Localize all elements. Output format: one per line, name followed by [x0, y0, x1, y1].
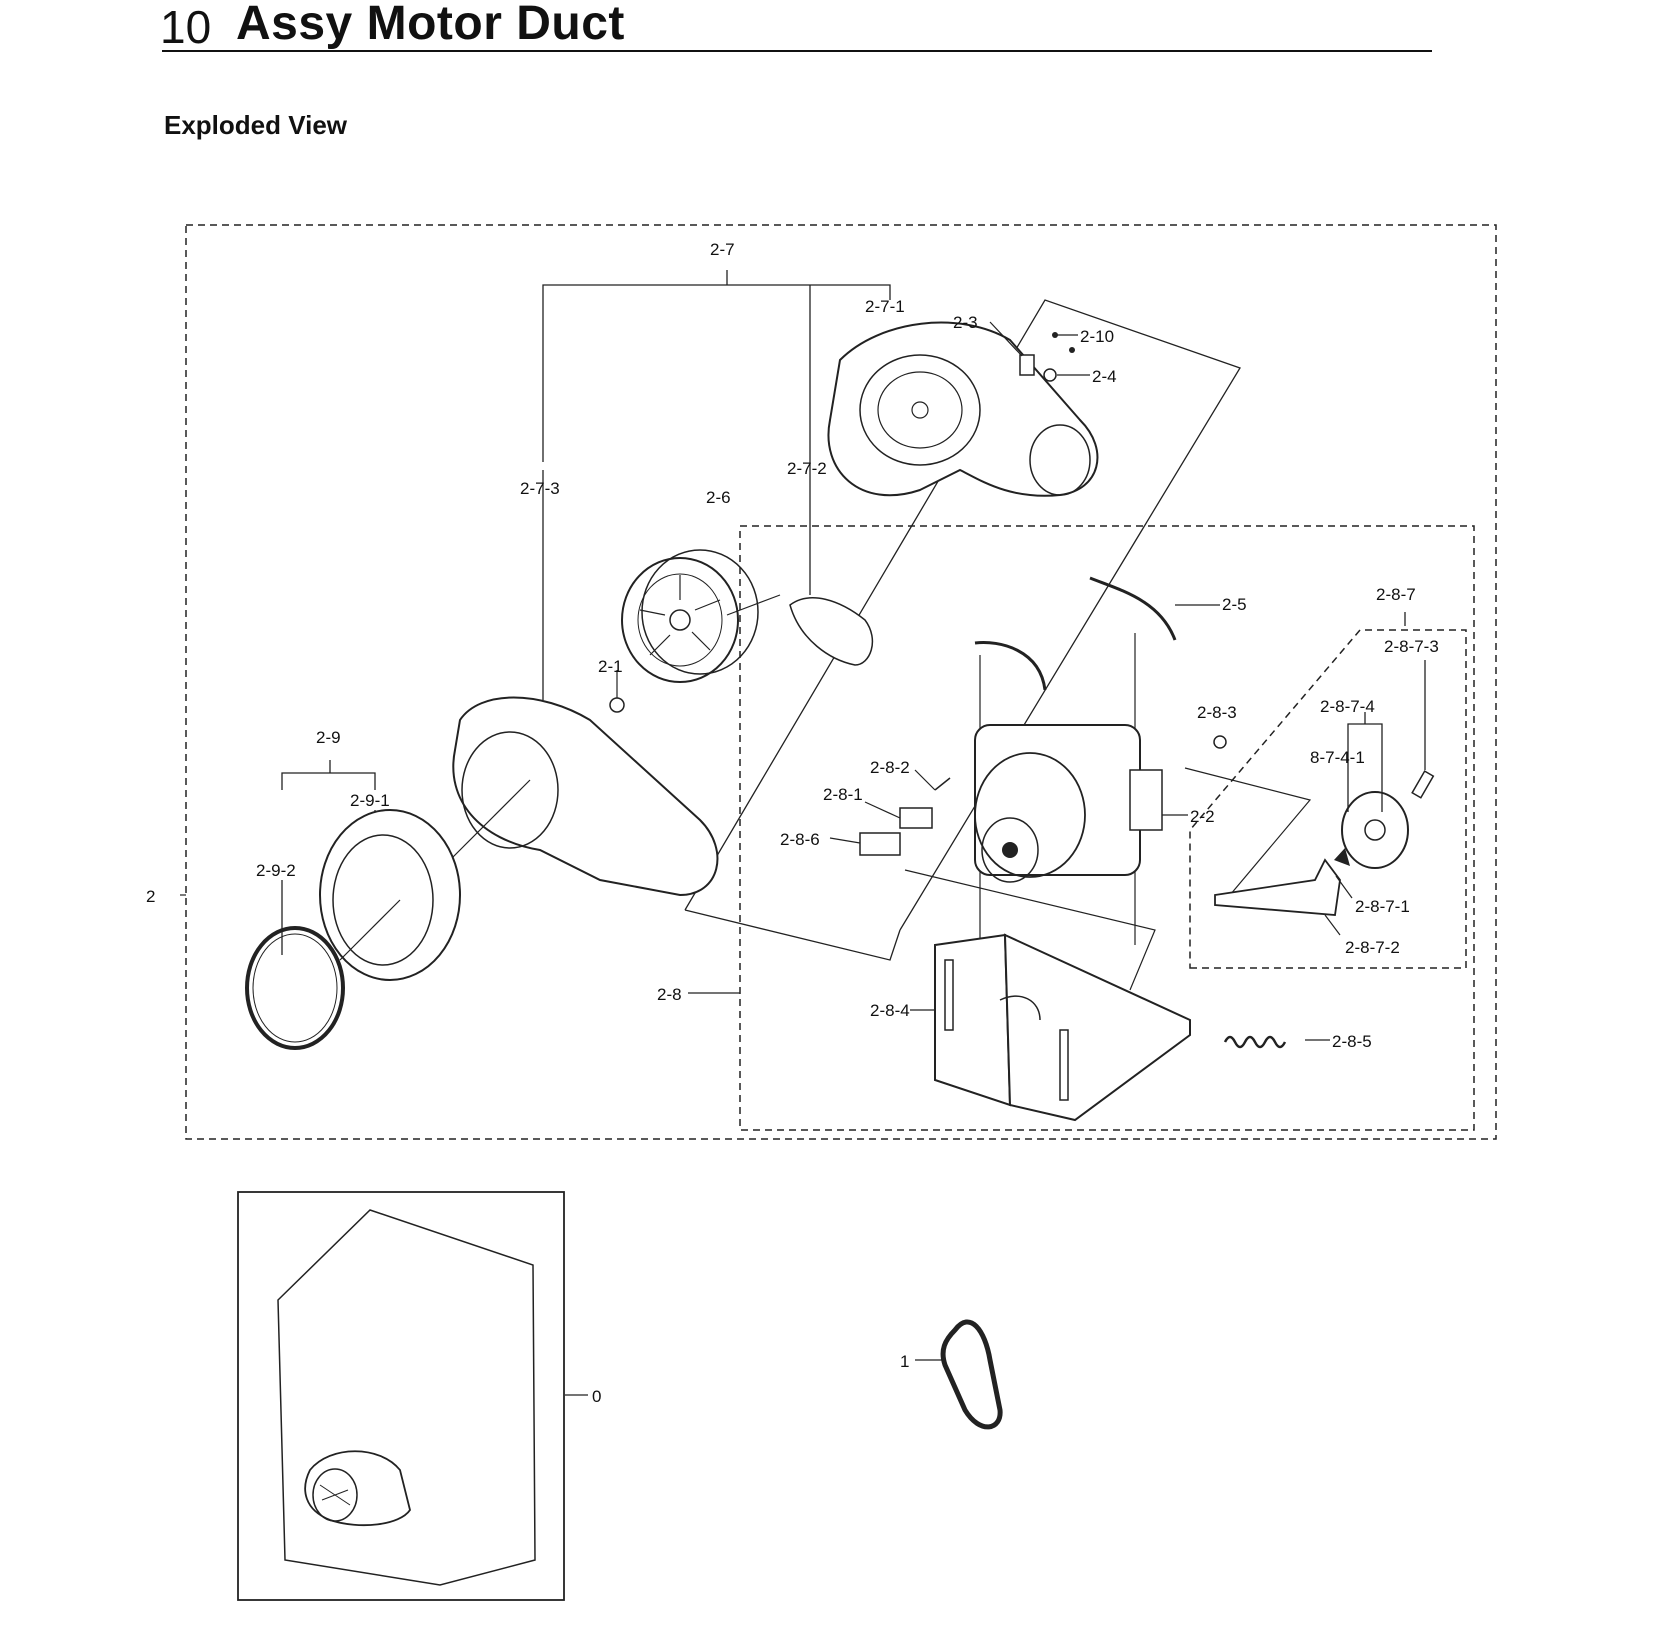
- screw-2-8-2: [934, 777, 951, 791]
- motor-clamp-left: [974, 641, 1047, 691]
- idler-plane-outline: [1184, 767, 1312, 896]
- view-title: Exploded View: [164, 110, 348, 140]
- idler-bracket-2-8-7-2: [1214, 858, 1341, 916]
- label-2-7-3: 2-7-3: [520, 479, 560, 498]
- label-2-8-5: 2-8-5: [1332, 1032, 1372, 1051]
- small-parts-2-3-2-10-2-4: [1019, 332, 1075, 382]
- duct-plane-base: [684, 909, 901, 961]
- drive-belt-part-1: [940, 1319, 1003, 1430]
- idler-pulley-8-7-4-1: [1341, 791, 1409, 869]
- label-2-4: 2-4: [1092, 367, 1117, 386]
- spring-2-8-5: [1223, 1035, 1287, 1049]
- bracket-2-9: [281, 772, 376, 790]
- label-2-8-7: 2-8-7: [1376, 585, 1416, 604]
- rear-duct-housing-2-7-1: [827, 321, 1099, 497]
- label-2-9-1: 2-9-1: [350, 791, 390, 810]
- label-2-7: 2-7: [710, 240, 735, 259]
- label-2-9: 2-9: [316, 728, 341, 747]
- duct-plane-outline: [684, 299, 1241, 931]
- label-2-9-2: 2-9-2: [256, 861, 296, 880]
- label-2-8-7-1: 2-8-7-1: [1355, 897, 1410, 916]
- section-title: Assy Motor Duct: [236, 0, 625, 50]
- label-2-2: 2-2: [1190, 807, 1215, 826]
- idler-shaft-2-8-7-3: [1411, 770, 1435, 799]
- label-2-8-4: 2-8-4: [870, 1001, 910, 1020]
- bracket-2-7: [542, 284, 891, 462]
- label-2-10: 2-10: [1080, 327, 1114, 346]
- blower-fan-2-6: [621, 549, 759, 683]
- motor-clamp-2-5: [1089, 576, 1177, 641]
- gasket-ring-2-9-2: [245, 926, 345, 1050]
- title-rule: [162, 50, 1432, 52]
- label-2-8-7-4: 2-8-7-4: [1320, 697, 1375, 716]
- inset-duct-thumbnail: [304, 1450, 411, 1527]
- label-2-1: 2-1: [598, 657, 623, 676]
- label-2-8-3: 2-8-3: [1197, 703, 1237, 722]
- screw-2-8-3: [1213, 735, 1227, 749]
- label-8-7-4-1: 8-7-4-1: [1310, 748, 1365, 767]
- label-2-7-1: 2-7-1: [865, 297, 905, 316]
- section-number: 10: [160, 1, 212, 53]
- seal-2-7-2: [789, 597, 874, 666]
- idler-spacer-2-8-7-1: [1334, 848, 1350, 866]
- motor-plane-outline: [904, 869, 1156, 991]
- duct-flange-2-9-1: [319, 809, 461, 981]
- inset-sheet: [277, 1209, 536, 1586]
- label-2-8-6: 2-8-6: [780, 830, 820, 849]
- front-duct-cover-2-7-3: [439, 696, 719, 897]
- label-2-5: 2-5: [1222, 595, 1247, 614]
- label-2-3: 2-3: [953, 313, 978, 332]
- label-2-8-2: 2-8-2: [870, 758, 910, 777]
- assembly-2-8-7-boundary: [1189, 629, 1467, 969]
- label-1: 1: [900, 1352, 909, 1371]
- label-2-8-7-3: 2-8-7-3: [1384, 637, 1439, 656]
- label-2-8: 2-8: [657, 985, 682, 1004]
- switch-2-8-1: [899, 807, 933, 829]
- drive-motor-2-2: [974, 724, 1163, 883]
- sensor-2-8-6: [859, 832, 901, 856]
- leader-lines: [180, 321, 1353, 1396]
- label-2: 2: [146, 887, 155, 906]
- label-2-7-2: 2-7-2: [787, 459, 827, 478]
- label-2-8-1: 2-8-1: [823, 785, 863, 804]
- label-2-8-7-2: 2-8-7-2: [1345, 938, 1400, 957]
- motor-mount-2-8-4: [934, 933, 1191, 1122]
- assembly-2-boundary: [185, 224, 1497, 1140]
- label-2-6: 2-6: [706, 488, 731, 507]
- assembly-2-8-boundary: [739, 525, 1475, 1131]
- label-0: 0: [592, 1387, 601, 1406]
- nut-2-1: [609, 697, 625, 713]
